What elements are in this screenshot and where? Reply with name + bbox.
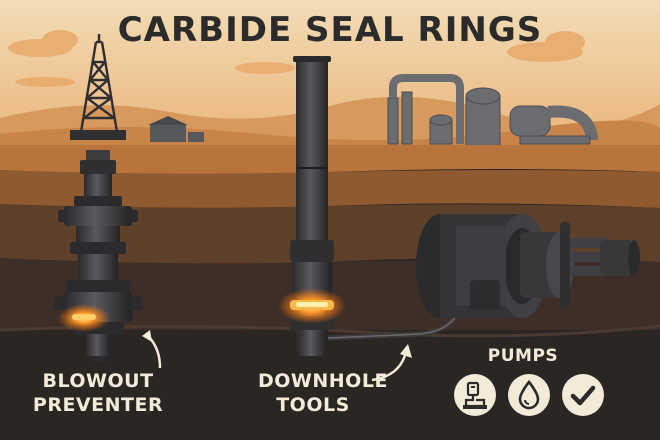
- ground-layer-2: [0, 170, 660, 209]
- label-blowout-preventer: BLOWOUT PREVENTER: [24, 369, 172, 417]
- downhole-tool: [278, 56, 346, 356]
- refinery: [387, 74, 598, 147]
- blowout-preventer: [54, 150, 142, 362]
- droplet-icon: [508, 374, 550, 416]
- clouds: [8, 30, 585, 87]
- label-blowout-line1: BLOWOUT: [42, 370, 154, 392]
- label-blowout-line2: PREVENTER: [32, 394, 164, 416]
- oil-derrick: [78, 34, 120, 139]
- label-downhole-tools: DOWNHOLE TOOLS: [258, 369, 388, 417]
- label-pumps: PUMPS: [487, 346, 559, 366]
- label-downhole-line2: TOOLS: [276, 394, 350, 416]
- downhole-arrow: [371, 351, 408, 382]
- pump-icon-row: [454, 374, 604, 416]
- ground-layer-1: [0, 145, 660, 175]
- checkmark-icon: [562, 374, 604, 416]
- shed: [150, 124, 186, 142]
- pump-assembly: [416, 214, 640, 318]
- pump-station-icon: [454, 374, 496, 416]
- label-downhole-line1: DOWNHOLE: [258, 370, 388, 392]
- page-title: CARBIDE SEAL RINGS: [117, 10, 543, 50]
